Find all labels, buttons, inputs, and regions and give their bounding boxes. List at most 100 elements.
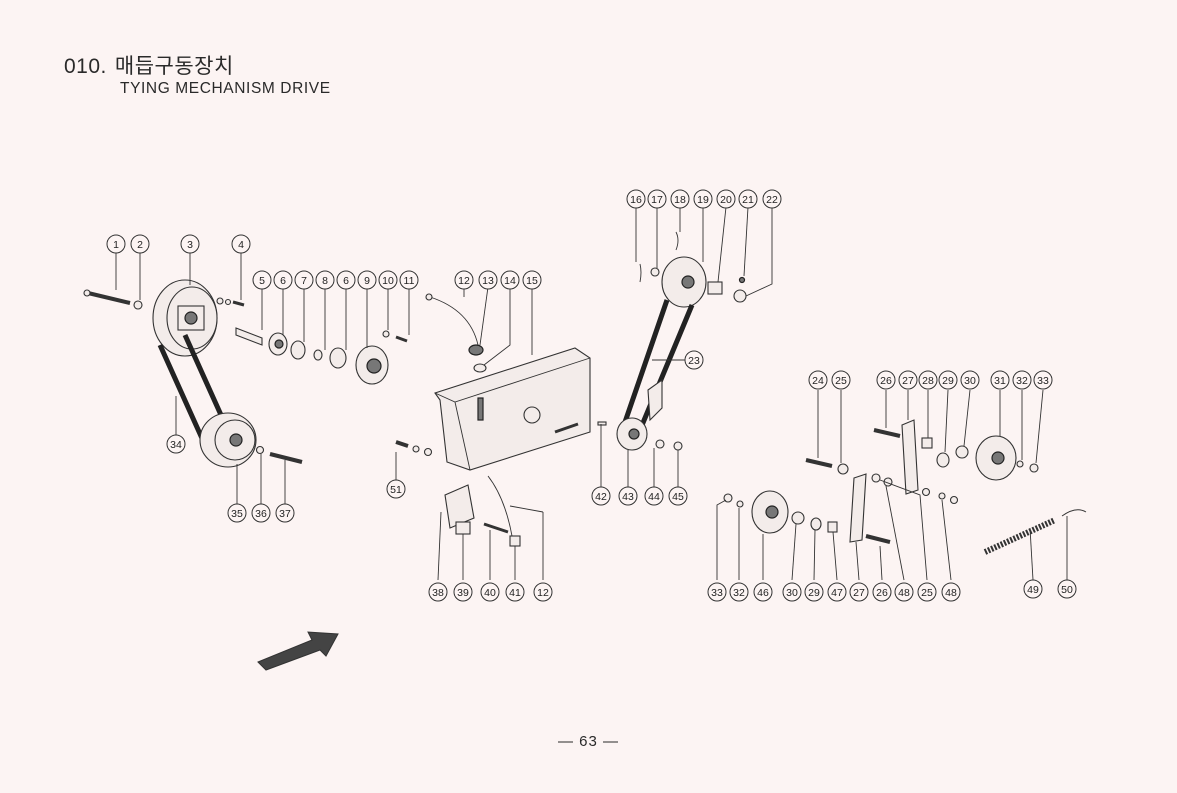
pin-part	[639, 263, 642, 283]
svg-text:6: 6	[280, 275, 286, 287]
callout-48: 48	[894, 582, 914, 602]
washer-part	[921, 487, 931, 497]
svg-text:5: 5	[259, 275, 265, 287]
svg-text:29: 29	[808, 587, 820, 599]
callout-30b: 30	[782, 582, 802, 602]
nut-part	[738, 276, 746, 284]
washer-part	[412, 445, 420, 453]
housing-slot	[554, 422, 579, 434]
bolt-part	[395, 335, 408, 343]
shaft-bearing-parts	[235, 327, 408, 385]
svg-text:17: 17	[651, 194, 663, 206]
housing-body	[434, 347, 591, 471]
arrow-icon	[257, 631, 339, 671]
svg-text:7: 7	[301, 275, 307, 287]
callout-2: 2	[130, 234, 150, 254]
callout-38: 38	[428, 582, 448, 602]
callout-9: 9	[357, 270, 377, 290]
bearing-bore	[274, 339, 284, 349]
washer-part	[473, 363, 487, 373]
callout-12: 12	[454, 270, 474, 290]
nut-part	[949, 495, 959, 505]
washer-part	[938, 492, 946, 500]
bearing-part	[791, 511, 805, 525]
callout-3: 3	[180, 234, 200, 254]
callout-20: 20	[716, 189, 736, 209]
callout-6b: 6	[336, 270, 356, 290]
arm-plate	[849, 473, 867, 543]
callout-47: 47	[827, 582, 847, 602]
svg-text:41: 41	[509, 587, 521, 599]
svg-text:20: 20	[720, 194, 732, 206]
svg-text:44: 44	[648, 491, 660, 503]
switch-part	[455, 521, 471, 535]
hook-part	[1061, 509, 1087, 517]
page-number: — 63 —	[557, 733, 620, 750]
tension-pulley-bore	[681, 275, 695, 289]
callout-16: 16	[626, 189, 646, 209]
callout-5: 5	[252, 270, 272, 290]
washer-part	[255, 445, 265, 455]
svg-text:36: 36	[255, 508, 267, 520]
svg-text:33: 33	[711, 587, 723, 599]
spring-assembly	[983, 509, 1087, 555]
svg-text:32: 32	[733, 587, 745, 599]
callout-43: 43	[618, 486, 638, 506]
svg-text:45: 45	[672, 491, 684, 503]
callout-32: 32	[1012, 370, 1032, 390]
washer-part	[736, 500, 744, 508]
left-pulley-assembly	[83, 279, 303, 468]
svg-text:25: 25	[835, 375, 847, 387]
svg-text:38: 38	[432, 587, 444, 599]
callout-26: 26	[876, 370, 896, 390]
bolt-part	[805, 458, 833, 468]
callout-50: 50	[1057, 579, 1077, 599]
callout-32b: 32	[729, 582, 749, 602]
svg-text:1: 1	[113, 239, 119, 251]
callout-48b: 48	[941, 582, 961, 602]
svg-text:34: 34	[170, 439, 182, 451]
callout-27: 27	[898, 370, 918, 390]
callout-labels: 1 2 3 4 5 6 7 8 6 9 10 11 12 13 14 15 16…	[106, 189, 1077, 602]
svg-text:27: 27	[902, 375, 914, 387]
callout-51: 51	[386, 479, 406, 499]
bracket-plate	[444, 484, 475, 529]
spacer-part	[921, 437, 933, 449]
callout-33: 33	[1033, 370, 1053, 390]
callout-23: 23	[684, 350, 704, 370]
callout-25: 25	[831, 370, 851, 390]
callout-15: 15	[522, 270, 542, 290]
section-title: 010.매듭구동장치	[64, 55, 234, 79]
nut-part	[1029, 463, 1039, 473]
svg-text:27: 27	[853, 587, 865, 599]
washer-part	[313, 349, 323, 361]
section-title-korean: 매듭구동장치	[114, 55, 234, 78]
washer-part	[650, 267, 660, 277]
svg-text:32: 32	[1016, 375, 1028, 387]
svg-text:43: 43	[622, 491, 634, 503]
svg-text:42: 42	[595, 491, 607, 503]
svg-text:21: 21	[742, 194, 754, 206]
callout-21: 21	[738, 189, 758, 209]
bearing-part	[329, 347, 347, 369]
svg-text:46: 46	[757, 587, 769, 599]
svg-text:9: 9	[364, 275, 370, 287]
roller-bore	[765, 505, 779, 519]
right-upper-pulley-assembly	[597, 231, 747, 451]
upper-pulley-bore	[184, 311, 198, 325]
svg-text:48: 48	[945, 587, 957, 599]
washer-part	[655, 439, 665, 449]
callout-31: 31	[990, 370, 1010, 390]
tensioner-assembly	[723, 419, 1039, 544]
callout-37: 37	[275, 503, 295, 523]
screw-part	[483, 522, 509, 534]
callout-28: 28	[918, 370, 938, 390]
callout-12b: 12	[533, 582, 553, 602]
bracket-parts	[444, 475, 521, 547]
svg-text:24: 24	[812, 375, 824, 387]
callout-6: 6	[273, 270, 293, 290]
svg-text:28: 28	[922, 375, 934, 387]
bolt-part	[865, 534, 891, 544]
belt-guide	[647, 378, 663, 422]
snap-ring-part	[810, 517, 822, 531]
